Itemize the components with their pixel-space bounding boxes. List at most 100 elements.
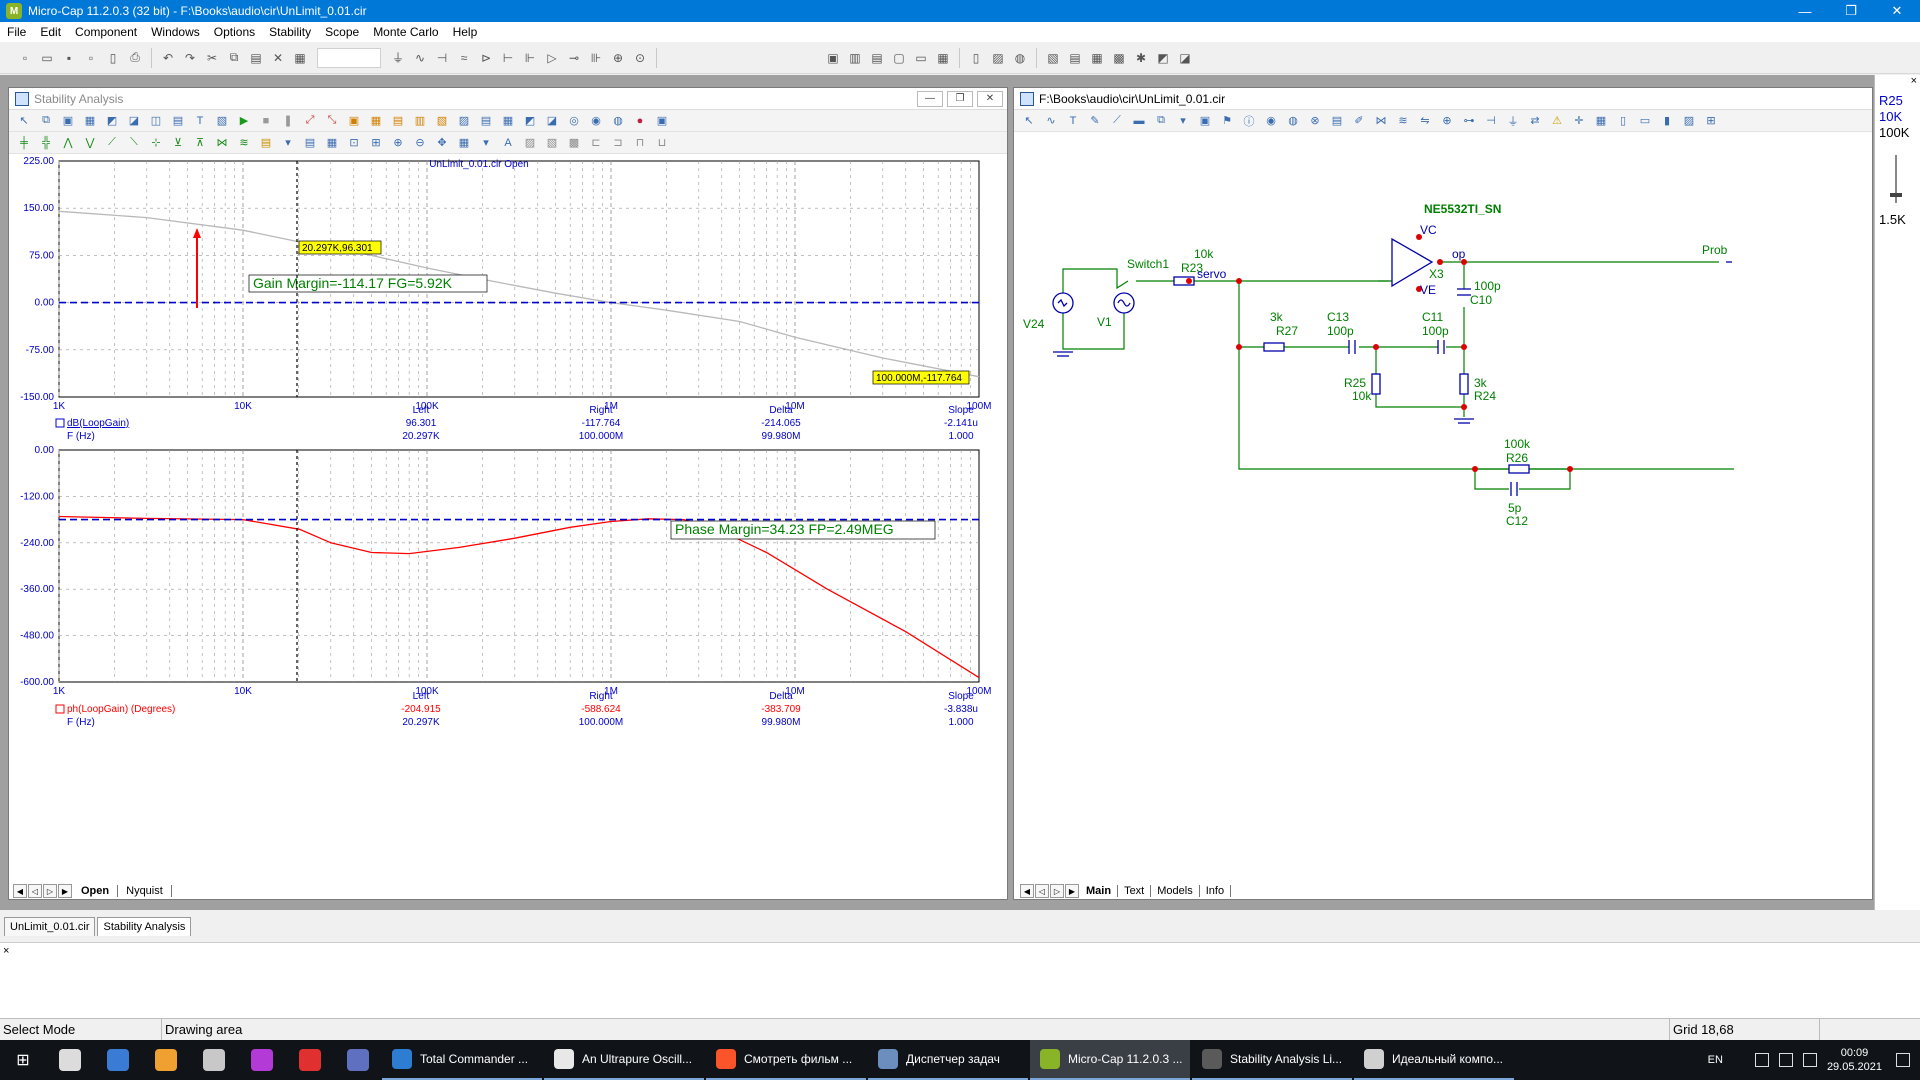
align-icon[interactable]: ⊓ — [635, 137, 645, 149]
align-icon[interactable]: ⊐ — [613, 137, 623, 149]
stability-minimize-button[interactable]: — — [917, 90, 943, 107]
swap-icon[interactable]: ⇄ — [1530, 115, 1540, 127]
doc-tab-schematic[interactable]: UnLimit_0.01.cir — [4, 917, 96, 936]
page-icon[interactable]: ▯ — [972, 50, 980, 65]
tile-horizontal-icon[interactable]: ▤ — [871, 50, 883, 65]
text-tool-icon[interactable]: T — [1069, 114, 1077, 127]
battery-icon[interactable]: ⊪ — [590, 50, 602, 65]
task-stability-analysis[interactable]: Stability Analysis Li... — [1192, 1040, 1352, 1080]
volume-icon[interactable] — [1802, 1053, 1817, 1067]
tab-nav-last[interactable]: ▶ — [1065, 884, 1079, 898]
graph-icon[interactable]: ◫ — [150, 115, 162, 127]
minimize-button[interactable]: — — [1798, 3, 1812, 19]
point-icon[interactable]: ≋ — [239, 137, 249, 149]
notification-icon[interactable] — [1896, 1053, 1910, 1067]
menu-component[interactable]: Component — [75, 25, 138, 39]
language-indicator[interactable]: EN — [1707, 1054, 1723, 1066]
attribute-icon[interactable]: ▦ — [1091, 50, 1103, 65]
peak-icon[interactable]: ⋀ — [63, 137, 73, 149]
network-icon[interactable] — [1778, 1053, 1793, 1067]
current-icon[interactable]: ⇋ — [1420, 115, 1430, 127]
menu-help[interactable]: Help — [452, 25, 478, 39]
maximize-button[interactable]: ❐ — [1845, 3, 1857, 18]
run-icon[interactable]: ▶ — [239, 115, 249, 127]
zoom-icon[interactable]: ⊞ — [1706, 115, 1716, 127]
print-icon[interactable]: ⎙ — [130, 50, 140, 64]
pinned-app-icon[interactable] — [46, 1040, 94, 1080]
stability-window-titlebar[interactable]: Stability Analysis — ❐ ✕ — [9, 88, 1007, 110]
align-icon[interactable]: ⊔ — [657, 137, 667, 149]
menu-windows[interactable]: Windows — [151, 25, 200, 39]
r24-resistor[interactable] — [1459, 373, 1469, 395]
slope-icon[interactable]: ⟋ — [108, 136, 116, 148]
param-slider-track[interactable] — [1895, 155, 1897, 203]
capacitor-icon[interactable]: ⊣ — [1486, 115, 1496, 127]
task-total-commander[interactable]: Total Commander ... — [382, 1040, 542, 1080]
switch-icon[interactable]: ⊸ — [568, 50, 580, 65]
clock[interactable]: 00:09 29.05.2021 — [1827, 1046, 1882, 1074]
valley-icon[interactable]: ⋁ — [85, 137, 95, 149]
point-icon[interactable]: ⊹ — [151, 137, 161, 149]
menu-monte-carlo[interactable]: Monte Carlo — [373, 25, 439, 39]
graph-icon[interactable]: ▤ — [172, 115, 184, 127]
r26-resistor[interactable] — [1508, 464, 1530, 474]
slope-icon[interactable]: ⟍ — [130, 136, 138, 148]
panel-close-icon[interactable]: × — [1910, 75, 1917, 87]
r25-resistor[interactable] — [1371, 373, 1381, 395]
properties-icon[interactable]: ▤ — [1069, 50, 1081, 65]
properties-icon[interactable]: ▧ — [216, 115, 228, 127]
schematic-canvas[interactable]: NE5532TI_SN X3 VC VE op Prob Switch1 10k… — [1014, 134, 1872, 879]
flag-icon[interactable]: ⚑ — [1222, 115, 1232, 127]
pause-icon[interactable]: ❚ — [283, 115, 293, 127]
tab-text[interactable]: Text — [1118, 885, 1152, 897]
task-task-manager[interactable]: Диспетчер задач — [868, 1040, 1028, 1080]
tab-open[interactable]: Open — [73, 885, 119, 897]
resistor-icon[interactable]: ⊶ — [1463, 115, 1475, 127]
fit-icon[interactable]: ⊡ — [349, 137, 359, 149]
bus-icon[interactable]: ▬ — [1133, 114, 1145, 127]
phase-trace-name[interactable]: ph(LoopGain) (Degrees) — [67, 704, 175, 715]
plot-icon[interactable]: ◩ — [524, 115, 536, 127]
select-all-icon[interactable]: ▦ — [294, 50, 306, 65]
pinned-app-icon[interactable] — [94, 1040, 142, 1080]
plot-icon[interactable]: ◪ — [546, 115, 558, 127]
graph-icon[interactable]: ◪ — [128, 115, 140, 127]
pinned-app-icon[interactable] — [334, 1040, 382, 1080]
point-icon[interactable]: ◍ — [1288, 115, 1298, 127]
tab-nyquist[interactable]: Nyquist — [118, 885, 172, 897]
phase-trace-checkbox[interactable] — [55, 704, 65, 714]
select-mode-icon[interactable]: ↖ — [1024, 115, 1034, 127]
node-voltage-icon[interactable]: ≋ — [1398, 115, 1408, 127]
tab-nav-first[interactable]: ◀ — [13, 884, 27, 898]
pinned-app-icon[interactable] — [286, 1040, 334, 1080]
stop-icon[interactable]: ■ — [262, 114, 270, 127]
page-icon[interactable]: ▮ — [1663, 115, 1671, 127]
grid-icon[interactable]: ▦ — [458, 137, 470, 149]
pinned-app-icon[interactable] — [142, 1040, 190, 1080]
print-preview-icon[interactable]: ▯ — [109, 50, 117, 65]
scale-y-icon[interactable]: ⤡ — [327, 114, 337, 126]
tab-nav-prev[interactable]: ◁ — [1035, 884, 1049, 898]
tile-icon[interactable]: ▦ — [370, 115, 382, 127]
open-file-icon[interactable]: ▭ — [41, 50, 53, 65]
select-mode-icon[interactable]: ↖ — [19, 115, 29, 127]
clear-icon[interactable]: ✕ — [272, 50, 284, 65]
copy-icon[interactable]: ⧉ — [229, 50, 239, 64]
tab-nav-next[interactable]: ▷ — [43, 884, 57, 898]
edit-icon[interactable]: ✐ — [1354, 115, 1364, 127]
cut-icon[interactable]: ✂ — [206, 50, 218, 65]
graph-icon[interactable]: ◩ — [1157, 50, 1169, 65]
stability-close-button[interactable]: ✕ — [977, 90, 1003, 107]
point-icon[interactable]: ⊼ — [195, 137, 205, 149]
info-icon[interactable]: ⓘ — [1243, 115, 1255, 128]
stability-restore-button[interactable]: ❐ — [947, 90, 973, 107]
menu-file[interactable]: File — [7, 25, 27, 39]
graph-2-icon[interactable]: ◪ — [1179, 50, 1191, 65]
grid-icon[interactable]: ▤ — [1331, 115, 1343, 127]
clipboard-icon[interactable]: ▤ — [260, 137, 272, 149]
task-browser[interactable]: Смотреть фильм ... — [706, 1040, 866, 1080]
capacitor-icon[interactable]: ⊣ — [436, 50, 448, 65]
pencil-icon[interactable]: ✎ — [1090, 115, 1100, 127]
pinned-app-icon[interactable] — [238, 1040, 286, 1080]
